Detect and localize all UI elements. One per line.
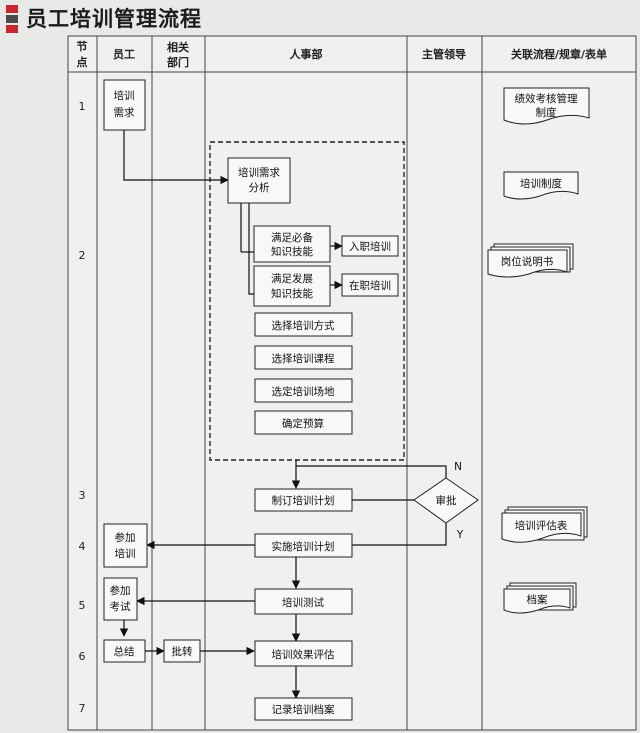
- doc-evaluation-form-label: 培训评估表: [515, 519, 568, 532]
- node-make-plan[interactable]: [254, 488, 353, 512]
- node-choose-method[interactable]: [254, 312, 353, 337]
- node-take-exam-label-1: 参加: [110, 584, 131, 597]
- node-onjob-training[interactable]: [341, 273, 399, 297]
- header-step-2: 点: [77, 55, 88, 69]
- header-leader: 主管领导: [422, 47, 466, 61]
- node-approval-decision[interactable]: [413, 477, 479, 524]
- node-take-exam[interactable]: [103, 577, 138, 621]
- node-make-plan-label: 制订培训计划: [272, 494, 335, 507]
- node-attend-training-label-1: 参加: [115, 531, 136, 544]
- doc-job-description-label: 岗位说明书: [501, 255, 554, 268]
- node-set-budget-label: 确定预算: [282, 417, 324, 430]
- node-record-archive-label: 记录培训档案: [272, 703, 335, 716]
- node-induction-training[interactable]: [341, 235, 399, 257]
- page-title: 员工培训管理流程: [26, 7, 202, 31]
- node-needs-analysis-label-2: 分析: [249, 181, 270, 194]
- node-evaluate-effect[interactable]: [254, 640, 353, 667]
- stage-6: 6: [79, 650, 86, 663]
- doc-training-policy-label: 培训制度: [520, 177, 562, 190]
- node-training-test[interactable]: [254, 588, 353, 615]
- node-approval-label: 审批: [436, 494, 457, 507]
- doc-job-description[interactable]: [487, 249, 568, 278]
- analysis-group: [209, 141, 405, 461]
- node-evaluate-effect-label: 培训效果评估: [272, 648, 335, 661]
- doc-kpi-policy-label-2: 制度: [536, 106, 557, 119]
- decision-no-label: N: [454, 461, 462, 473]
- node-attend-training-label-2: 培训: [115, 547, 136, 560]
- header-step-1: 节: [77, 39, 88, 53]
- node-choose-method-label: 选择培训方式: [272, 319, 335, 332]
- node-required-skills-label-1: 满足必备: [271, 231, 313, 244]
- header-employee: 员工: [113, 48, 135, 61]
- stage-2: 2: [79, 249, 86, 262]
- doc-kpi-policy-label-1: 绩效考核管理: [515, 92, 578, 105]
- header-related: 关联流程/规章/表单: [511, 47, 607, 61]
- connectors: [119, 130, 447, 699]
- stage-4: 4: [79, 540, 86, 553]
- doc-training-policy[interactable]: [503, 171, 579, 200]
- stage-7: 7: [79, 702, 86, 715]
- node-onjob-training-label: 在职培训: [349, 279, 391, 292]
- node-dev-skills-label-2: 知识技能: [271, 287, 313, 300]
- header-hr: 人事部: [290, 47, 323, 61]
- node-choose-course[interactable]: [254, 345, 353, 370]
- node-set-budget[interactable]: [254, 410, 353, 435]
- node-training-need[interactable]: [103, 79, 146, 131]
- node-implement-plan[interactable]: [254, 533, 353, 558]
- node-record-archive[interactable]: [254, 697, 353, 721]
- node-take-exam-label-2: 考试: [110, 601, 131, 613]
- title-bar: 员工培训管理流程: [0, 0, 640, 34]
- node-choose-course-label: 选择培训课程: [272, 352, 335, 365]
- node-attend-training[interactable]: [103, 523, 148, 568]
- header-dept-2: 部门: [167, 55, 189, 69]
- header-dept-1: 相关: [167, 40, 189, 54]
- node-training-need-label-2: 需求: [114, 107, 135, 119]
- title-mark-icon: [6, 5, 18, 33]
- node-forward[interactable]: [163, 639, 201, 663]
- node-training-need-label-1: 培训: [114, 89, 135, 102]
- node-training-test-label: 培训测试: [282, 596, 324, 609]
- node-needs-analysis-label-1: 培训需求: [238, 166, 280, 179]
- stage-1: 1: [79, 100, 86, 113]
- node-dev-skills-label-1: 满足发展: [271, 272, 313, 285]
- node-choose-venue-label: 选定培训场地: [272, 385, 335, 398]
- node-choose-venue[interactable]: [254, 378, 353, 403]
- node-needs-analysis[interactable]: [227, 157, 291, 204]
- node-summary[interactable]: [103, 639, 146, 663]
- node-required-skills-label-2: 知识技能: [271, 245, 313, 258]
- doc-archive-files-label: 档案: [527, 593, 548, 606]
- node-induction-training-label: 入职培训: [349, 240, 391, 253]
- decision-yes-label: Y: [456, 529, 464, 541]
- stage-3: 3: [79, 489, 86, 502]
- doc-archive-files[interactable]: [503, 588, 571, 614]
- node-summary-label: 总结: [114, 645, 135, 658]
- node-implement-plan-label: 实施培训计划: [272, 540, 335, 553]
- doc-evaluation-form[interactable]: [501, 512, 582, 543]
- doc-kpi-policy[interactable]: [503, 87, 590, 125]
- stage-5: 5: [79, 599, 86, 612]
- node-dev-skills[interactable]: [253, 265, 331, 307]
- node-forward-label: 批转: [172, 645, 193, 658]
- node-required-skills[interactable]: [253, 225, 331, 263]
